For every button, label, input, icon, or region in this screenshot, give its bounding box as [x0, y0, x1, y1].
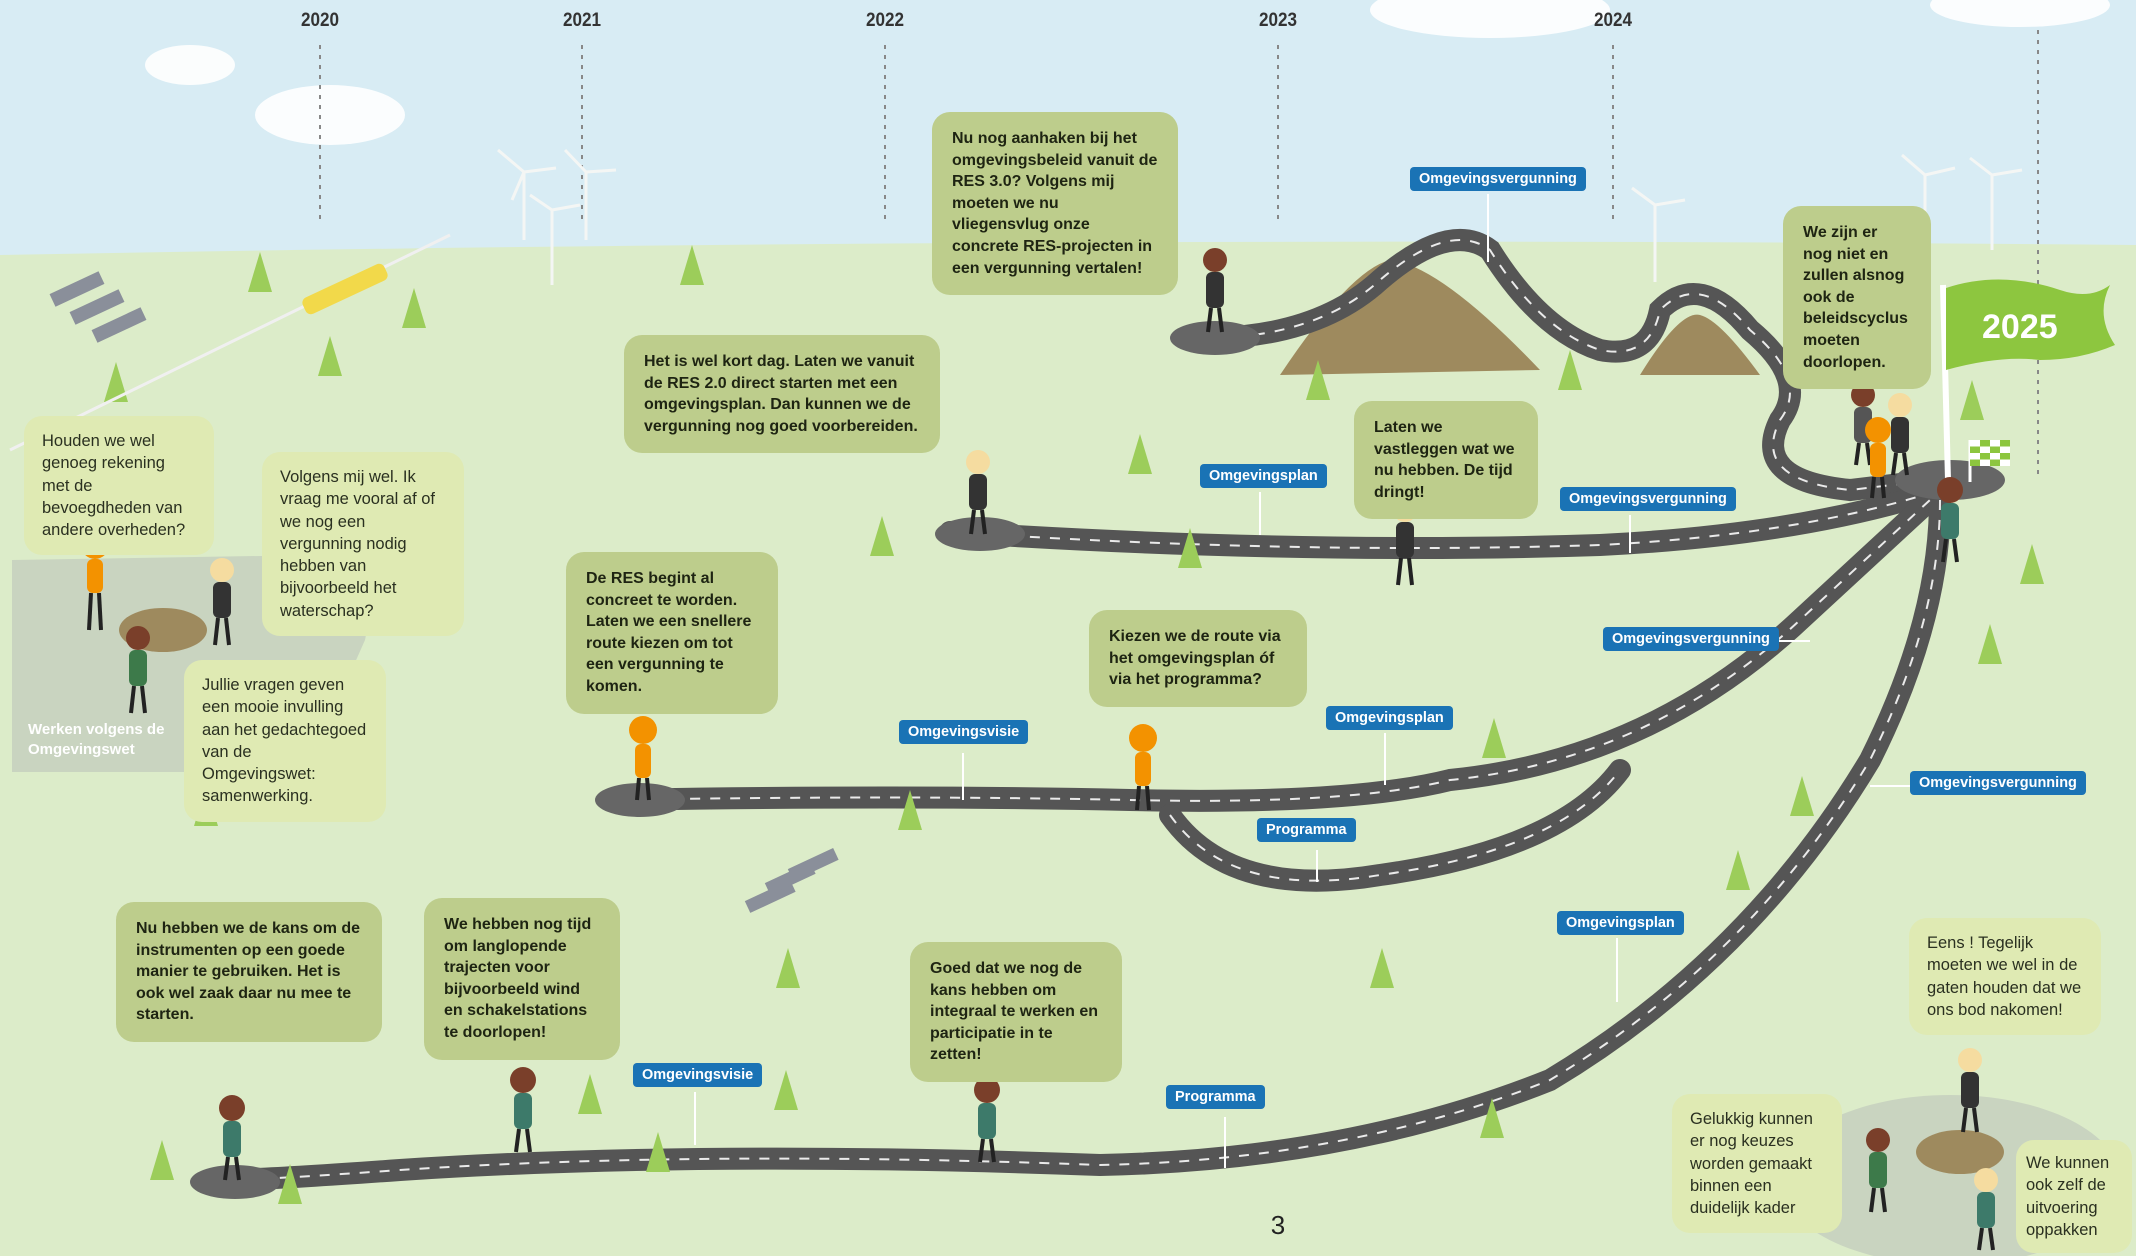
speech-bubble-14: Gelukkig kunnen er nog keuzes worden gem… [1672, 1094, 1842, 1234]
tag-omgevingsvisie-route3: Omgevingsvisie [899, 720, 1029, 744]
speech-bubble-13: Eens ! Tegelijk moeten we wel in de gate… [1909, 918, 2101, 1036]
cloud-icons [145, 0, 2110, 145]
hill-small [1640, 314, 1760, 375]
road-markings [224, 239, 1951, 1181]
speech-bubble-8: De RES begint al concreet te worden. Lat… [566, 552, 778, 714]
tag-omgevingsvisie-route4: Omgevingsvisie [633, 1063, 763, 1087]
tag-omgevingsvergunning-route4: Omgevingsvergunning [1910, 771, 2086, 795]
speech-bubble-1: Houden we wel genoeg rekening met de bev… [24, 416, 214, 556]
page-number: 3 [1270, 1210, 1286, 1240]
hill-large [1280, 260, 1540, 375]
flag-year-label: 2025 [1982, 308, 2058, 346]
tag-programma-route4: Programma [1166, 1085, 1265, 1109]
tag-omgevingsvergunning-top: Omgevingsvergunning [1410, 167, 1586, 191]
left-panel-label: Werken volgens de Omgevingswet [28, 721, 165, 758]
tag-programma-route3: Programma [1257, 818, 1356, 842]
road-start-discs [190, 321, 2005, 1199]
speech-bubble-9: Kiezen we de route via het omgevingsplan… [1089, 610, 1307, 707]
flag-icon [1940, 279, 2115, 481]
tag-omgevingsvergunning-route2: Omgevingsvergunning [1560, 487, 1736, 511]
speech-bubble-12: Goed dat we nog de kans hebben om integr… [910, 942, 1122, 1082]
speech-bubble-3: Jullie vragen geven een mooie invulling … [184, 660, 386, 822]
speech-bubble-4: Nu nog aanhaken bij het omgevingsbeleid … [932, 112, 1178, 296]
tag-omgevingsplan-route4: Omgevingsplan [1557, 911, 1684, 935]
speech-bubble-2: Volgens mij wel. Ik vraag me vooral af o… [262, 452, 464, 636]
speech-bubble-7: We zijn er nog niet en zullen alsnog ook… [1783, 206, 1931, 390]
year-label-2024: 2024 [1593, 10, 1633, 31]
tag-omgevingsvergunning-route3: Omgevingsvergunning [1603, 627, 1779, 651]
tree-icons [104, 245, 2044, 1204]
table-icon-right [1916, 1130, 2004, 1174]
year-label-2022: 2022 [865, 10, 905, 31]
speech-bubble-11: We hebben nog tijd om langlopende trajec… [424, 898, 620, 1060]
year-label-2023: 2023 [1258, 10, 1298, 31]
speech-bubble-6: Laten we vastleggen wat we nu hebben. De… [1354, 401, 1538, 520]
speech-bubble-10: Nu hebben we de kans om de instrumenten … [116, 902, 382, 1042]
year-label-2020: 2020 [300, 10, 340, 31]
tag-stems [694, 194, 1910, 1168]
tag-omgevingsplan-route3: Omgevingsplan [1326, 706, 1453, 730]
finish-flag-icon [1968, 440, 2010, 482]
solar-panel-icons [49, 271, 839, 913]
tag-omgevingsplan-route2: Omgevingsplan [1200, 464, 1327, 488]
speech-bubble-15: We kunnen ook zelf de uitvoering oppakke… [2016, 1140, 2132, 1254]
speech-bubble-5: Het is wel kort dag. Laten we vanuit de … [624, 335, 940, 454]
train-icon [302, 263, 388, 315]
year-guide-lines [319, 30, 2039, 480]
year-label-2021: 2021 [562, 10, 602, 31]
